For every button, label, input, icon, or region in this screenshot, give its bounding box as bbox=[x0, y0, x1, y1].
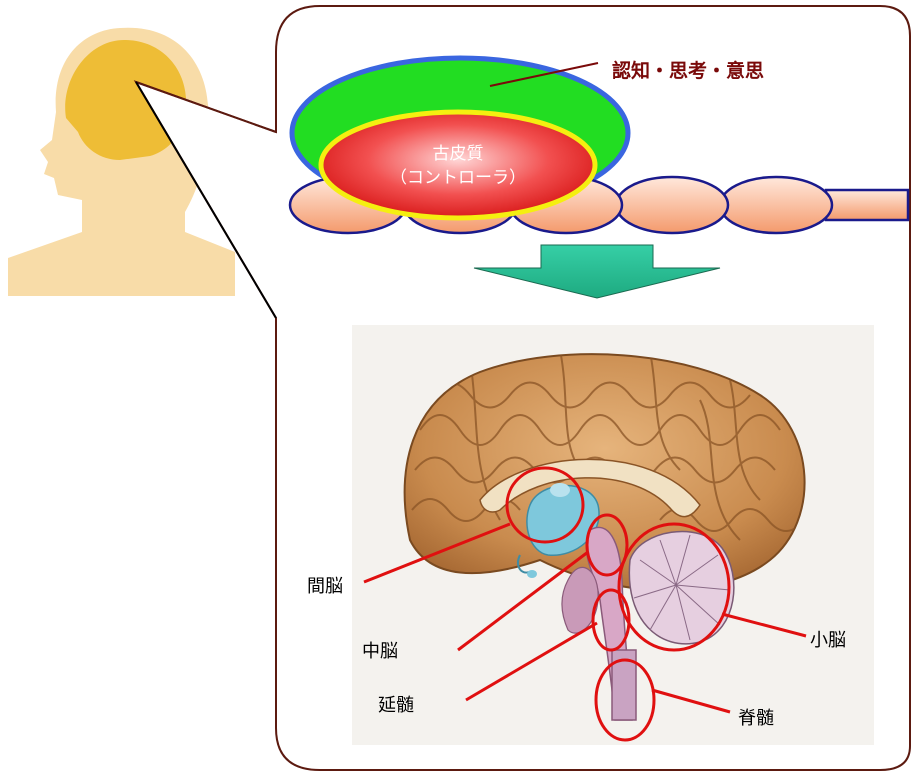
spinal-cord-label: 脊髄 bbox=[738, 704, 774, 730]
medulla-label: 延髄 bbox=[378, 691, 414, 717]
cerebellum-label: 小脳 bbox=[810, 626, 846, 652]
cortex-label-line1: 古皮質 bbox=[398, 139, 518, 164]
midbrain-label: 中脳 bbox=[362, 637, 398, 663]
cognition-label: 認知・思考・意思 bbox=[612, 56, 764, 83]
cortex-label-line2: （コントローラ） bbox=[358, 163, 558, 188]
diencephalon-label: 間脳 bbox=[307, 572, 343, 598]
brain-illustration bbox=[352, 325, 874, 745]
